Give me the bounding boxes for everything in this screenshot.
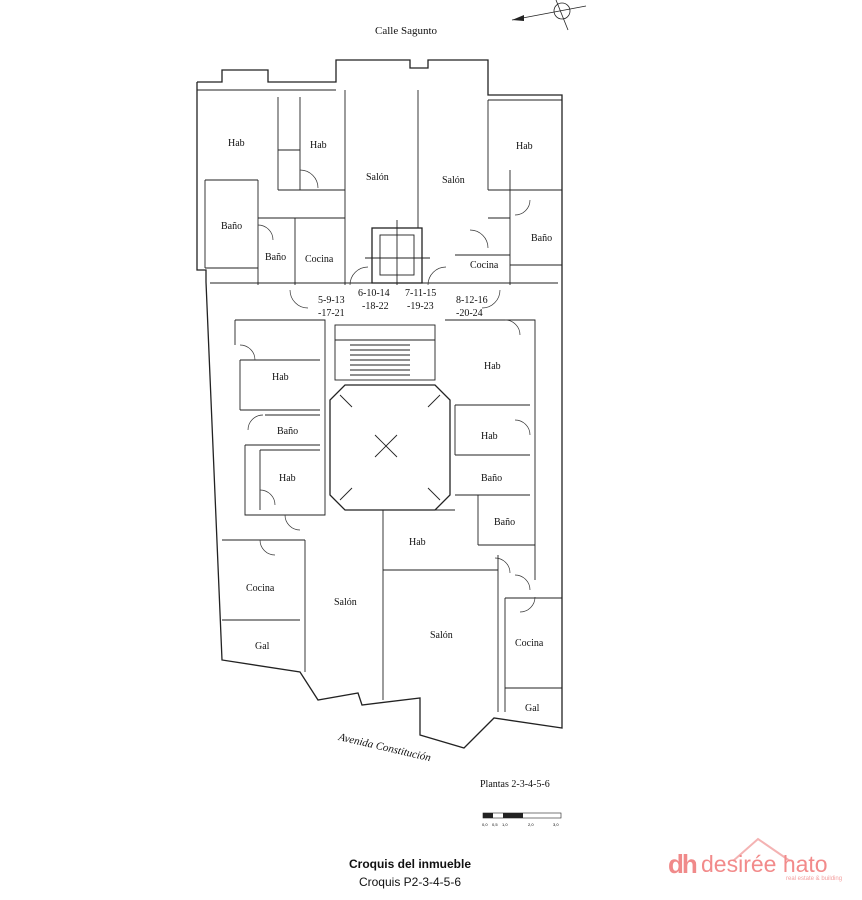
apartment-top-left bbox=[204, 90, 369, 286]
room-label-salon: Salón bbox=[442, 175, 465, 186]
unit-number-a-line1: 5-9-13 bbox=[318, 295, 345, 306]
north-arrow-icon bbox=[511, 0, 587, 31]
apartment-top-right bbox=[455, 100, 562, 285]
unit-number-b-line2: -18-22 bbox=[362, 301, 389, 312]
room-label-bano: Baño bbox=[494, 517, 515, 528]
room-label-hab: Hab bbox=[310, 140, 327, 151]
room-label-salon: Salón bbox=[366, 172, 389, 183]
unit-number-d-line2: -20-24 bbox=[456, 308, 483, 319]
logo-name: desirée hato bbox=[701, 851, 828, 877]
room-label-salon: Salón bbox=[430, 630, 453, 641]
room-label-gal: Gal bbox=[525, 703, 540, 714]
scale-label: 3,0 bbox=[553, 822, 559, 827]
courtyard-patio bbox=[329, 384, 451, 511]
room-label-hab: Hab bbox=[279, 473, 296, 484]
room-label-bano: Baño bbox=[221, 221, 242, 232]
room-label-hab: Hab bbox=[516, 141, 533, 152]
logo-tagline: real estate & building bbox=[786, 876, 843, 882]
scale-bar: 0,0 0,5 1,0 2,0 3,0 bbox=[482, 812, 562, 827]
unit-number-c-line1: 7-11-15 bbox=[405, 288, 436, 299]
street-north-label: Calle Sagunto bbox=[375, 25, 438, 37]
logo-mark: dh bbox=[668, 849, 698, 879]
room-label-cocina: Cocina bbox=[470, 260, 499, 271]
building-outline bbox=[196, 59, 563, 749]
scale-label: 2,0 bbox=[528, 822, 534, 827]
room-label-hab: Hab bbox=[481, 431, 498, 442]
room-label-bano: Baño bbox=[481, 473, 502, 484]
elevator-icon bbox=[365, 90, 447, 286]
company-logo: dh desirée hato real estate & building bbox=[668, 835, 858, 885]
roof-icon bbox=[732, 837, 791, 862]
room-label-cocina: Cocina bbox=[305, 254, 334, 265]
stairs-icon bbox=[334, 324, 436, 381]
floors-label: Plantas 2-3-4-5-6 bbox=[480, 779, 550, 790]
room-label-bano: Baño bbox=[277, 426, 298, 437]
unit-number-c-line2: -19-23 bbox=[407, 301, 434, 312]
room-label-cocina: Cocina bbox=[515, 638, 544, 649]
room-label-bano: Baño bbox=[265, 252, 286, 263]
room-label-bano: Baño bbox=[531, 233, 552, 244]
unit-number-d-line1: 8-12-16 bbox=[456, 295, 488, 306]
room-label-hab: Hab bbox=[409, 537, 426, 548]
scale-label: 0,0 bbox=[482, 822, 488, 827]
scale-label: 0,5 bbox=[492, 822, 498, 827]
unit-number-a-line2: -17-21 bbox=[318, 308, 345, 319]
room-label-hab: Hab bbox=[484, 361, 501, 372]
apartment-bottom-right bbox=[383, 319, 562, 712]
apartment-bottom-left bbox=[222, 319, 384, 700]
room-label-hab: Hab bbox=[228, 138, 245, 149]
caption-title: Croquis del inmueble bbox=[348, 857, 471, 871]
room-label-cocina: Cocina bbox=[246, 583, 275, 594]
room-label-gal: Gal bbox=[255, 641, 270, 652]
scale-label: 1,0 bbox=[502, 822, 508, 827]
street-south-label: Avenida Constitución bbox=[336, 731, 432, 764]
room-label-salon: Salón bbox=[334, 597, 357, 608]
room-label-hab: Hab bbox=[272, 372, 289, 383]
caption-subtitle: Croquis P2-3-4-5-6 bbox=[358, 875, 462, 889]
landing-doors bbox=[289, 289, 501, 309]
unit-number-b-line1: 6-10-14 bbox=[358, 288, 390, 299]
